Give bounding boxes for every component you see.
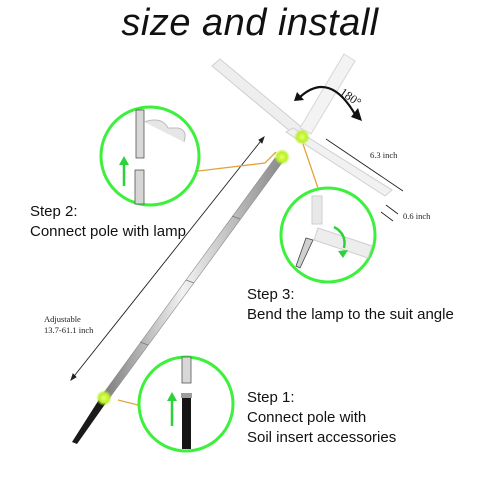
step2-block: Step 2: Connect pole with lamp: [30, 202, 186, 242]
led-glow-pole-top: [274, 149, 290, 165]
zoom-circle-step3: [279, 186, 377, 284]
arrow-up-head: [119, 156, 129, 165]
step2-text: Connect pole with lamp: [30, 223, 186, 240]
step1-line2: Soil insert accessories: [247, 429, 397, 446]
led-glow-bottom: [96, 390, 112, 406]
lamp-length-line: [325, 138, 404, 192]
lamp-width-label: 0.6 inch: [403, 211, 431, 221]
lamp-width-marks: [380, 204, 399, 222]
step3-block: Step 3: Bend the lamp to the suit angle: [247, 285, 454, 325]
lamp-bar-rotated: [299, 53, 356, 135]
lamp-bar-upper: [211, 58, 306, 138]
rotation-arrow-icon: [294, 85, 362, 121]
page-title: size and install: [121, 2, 379, 44]
step2-heading: Step 2:: [30, 203, 78, 220]
adjustable-range-label: 13.7-61.1 inch: [44, 325, 94, 335]
lamp-length-label: 6.3 inch: [370, 150, 398, 160]
step3-text: Bend the lamp to the suit angle: [247, 306, 454, 323]
zoom-circle-step1: [137, 355, 235, 453]
adjustable-length-line: [70, 135, 265, 382]
curved-arrow-icon: [333, 225, 346, 249]
step3-heading: Step 3:: [247, 286, 295, 303]
step1-block: Step 1: Connect pole with Soil insert ac…: [247, 388, 396, 448]
soil-spike: [72, 398, 108, 444]
zoom-circle-step2: [99, 105, 201, 207]
step1-line1: Connect pole with: [247, 409, 367, 426]
led-glow-lamp: [294, 129, 310, 145]
step1-heading: Step 1:: [247, 389, 295, 406]
lamp-bar-crossing: [285, 127, 393, 197]
adjustable-label: Adjustable: [44, 314, 81, 324]
